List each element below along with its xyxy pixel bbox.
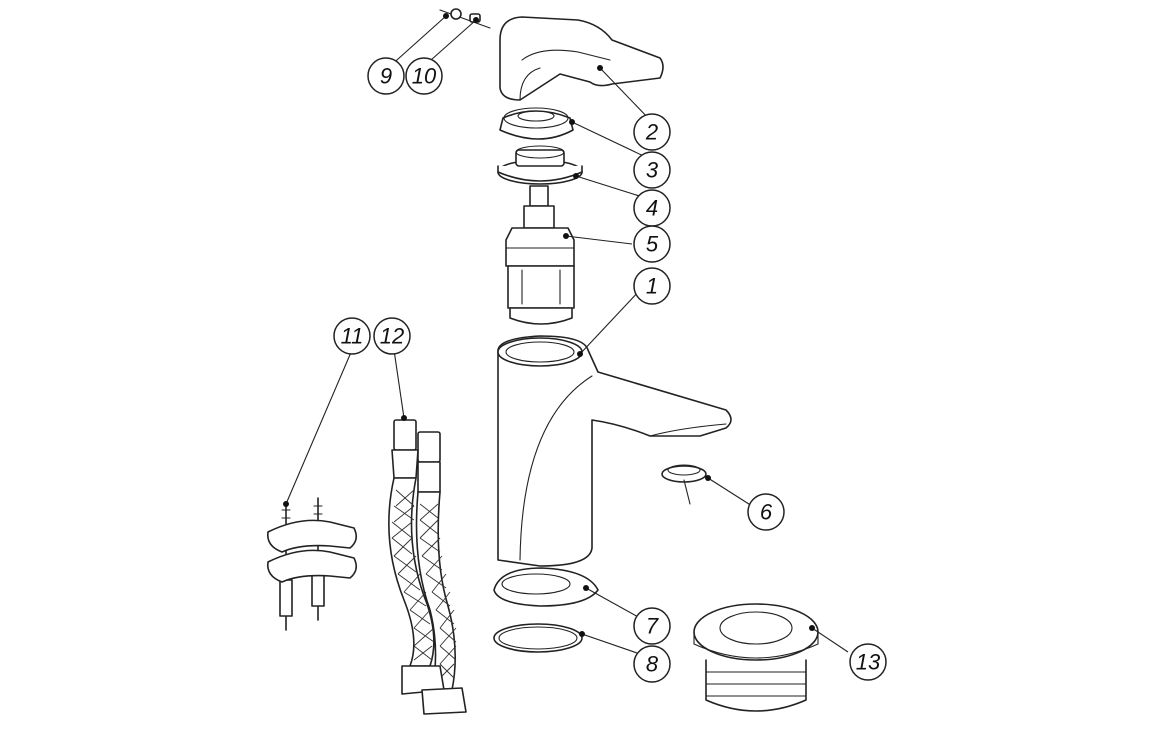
callout-8-label: 8 xyxy=(646,652,659,677)
callout-2: 2 xyxy=(633,113,671,151)
callout-1: 1 xyxy=(633,267,671,305)
callout-5-label: 5 xyxy=(646,232,659,257)
callout-6: 6 xyxy=(747,493,785,531)
callout-1-label: 1 xyxy=(646,274,658,299)
waste-plug xyxy=(693,603,819,712)
callout-10-label: 10 xyxy=(412,64,437,89)
callout-8: 8 xyxy=(633,645,671,683)
tap-body xyxy=(497,335,732,567)
callout-3: 3 xyxy=(633,151,671,189)
lever-handle xyxy=(499,16,664,101)
callout-5: 5 xyxy=(633,225,671,263)
callout-11-label: 11 xyxy=(341,324,364,349)
callout-13-label: 13 xyxy=(856,650,881,675)
grub-screw-and-cap xyxy=(439,8,491,29)
base-gasket xyxy=(493,567,599,607)
callout-7: 7 xyxy=(633,607,671,645)
callout-9: 9 xyxy=(367,57,405,95)
lock-nut xyxy=(497,145,583,185)
o-ring xyxy=(493,623,583,653)
callout-12: 12 xyxy=(373,317,411,355)
leader-dots xyxy=(283,13,815,637)
callout-6-label: 6 xyxy=(760,500,773,525)
cartridge xyxy=(505,185,575,325)
callout-12-label: 12 xyxy=(380,324,404,349)
callout-2-label: 2 xyxy=(645,120,658,145)
callout-3-label: 3 xyxy=(646,158,659,183)
callout-9-label: 9 xyxy=(380,64,392,89)
callout-11: 11 xyxy=(333,317,371,355)
callout-7-label: 7 xyxy=(646,614,659,639)
aerator xyxy=(661,464,707,505)
flexible-hoses xyxy=(388,419,467,715)
callout-10: 10 xyxy=(405,57,443,95)
callout-4-label: 4 xyxy=(646,196,658,221)
callout-13: 13 xyxy=(849,643,887,681)
callout-4: 4 xyxy=(633,189,671,227)
shroud-cap xyxy=(499,107,574,140)
fixing-studs xyxy=(266,497,358,631)
